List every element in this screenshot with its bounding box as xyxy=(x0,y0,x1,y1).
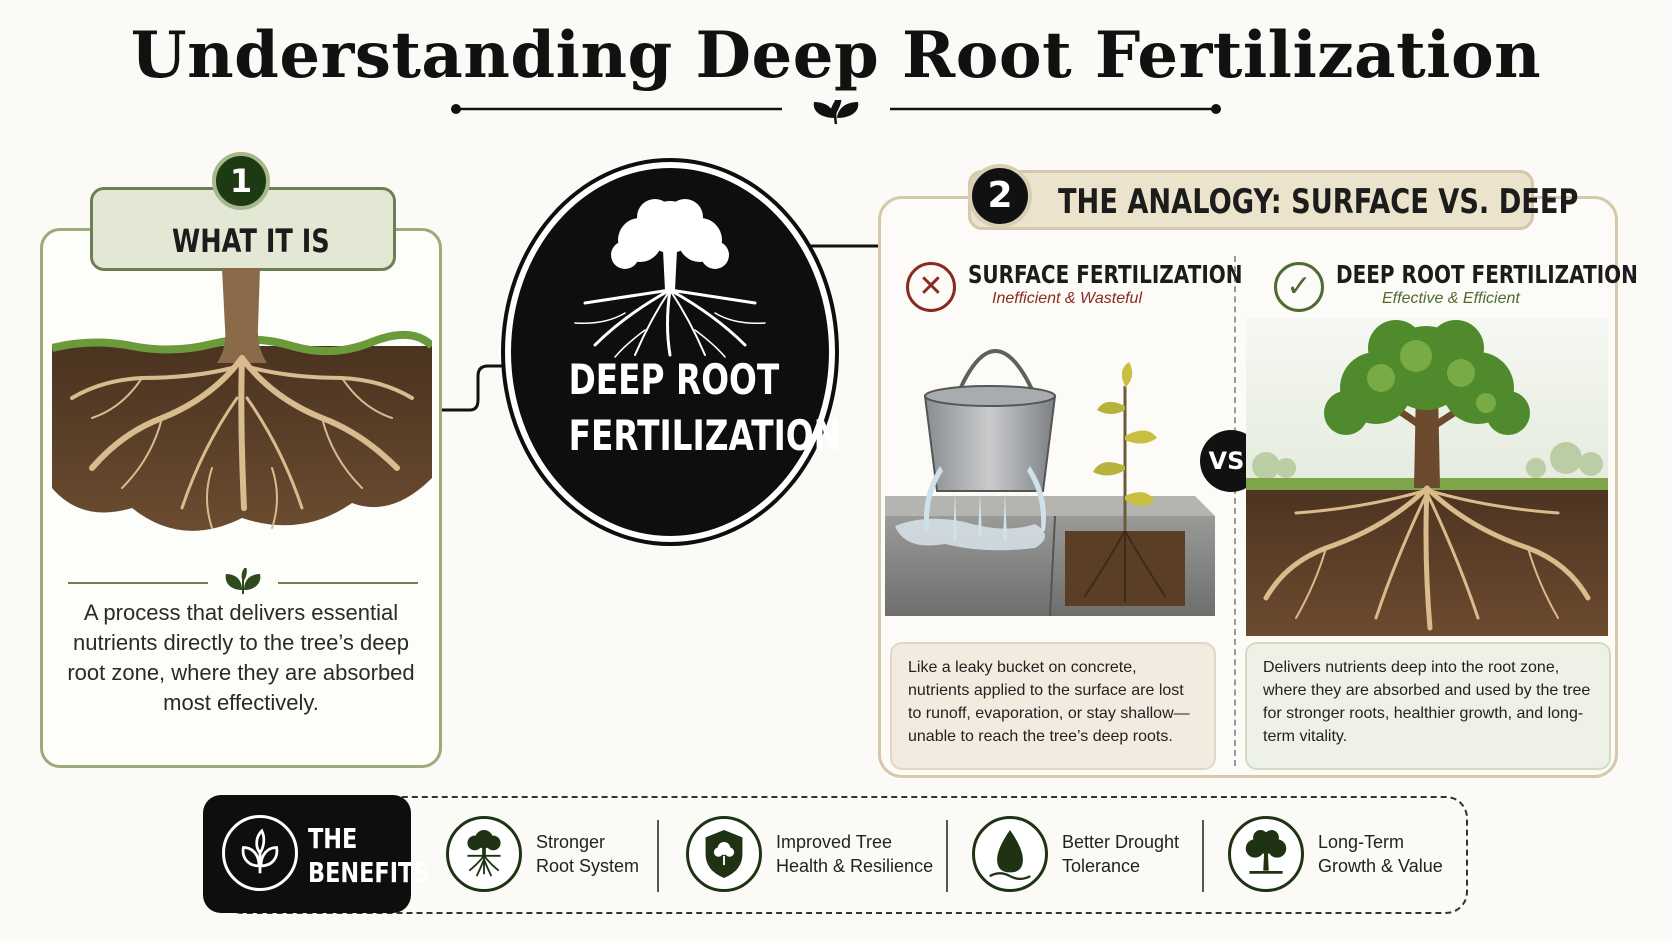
page-title: Understanding Deep Root Fertilization xyxy=(130,18,1542,93)
benefit-3-line-2: Tolerance xyxy=(1062,856,1141,876)
step-2-badge: 2 xyxy=(968,164,1032,228)
healthy-tree-illustration xyxy=(1246,318,1608,636)
sprout-icon xyxy=(813,100,859,125)
analogy-header xyxy=(968,170,1534,230)
benefit-4-line-1: Long-Term xyxy=(1318,832,1405,852)
leaky-bucket-illustration xyxy=(885,349,1215,617)
deep-root-logo-text: DEEP ROOT FERTILIZATION xyxy=(540,352,842,464)
sprout-icon xyxy=(222,815,298,891)
leaf-divider xyxy=(68,568,418,594)
root-tree-icon xyxy=(446,816,522,892)
deep-title: DEEP ROOT FERTILIZATION xyxy=(1336,260,1638,289)
title-divider xyxy=(451,100,1221,125)
what-it-is-heading: WHAT IT IS xyxy=(172,222,330,260)
benefit-1-line-2: Root System xyxy=(536,856,640,876)
tree-growth-icon xyxy=(1228,816,1304,892)
water-drop-icon xyxy=(972,816,1048,892)
deep-subtitle: Effective & Efficient xyxy=(1382,290,1520,307)
comparison-divider xyxy=(1234,256,1236,766)
what-it-is-description: A process that delivers essential nutrie… xyxy=(67,600,415,715)
logo-line-1: DEEP ROOT xyxy=(568,355,780,404)
tree-roots-illustration xyxy=(52,268,432,531)
logo-line-2: FERTILIZATION xyxy=(568,411,842,460)
deep-description: Delivers nutrients deep into the root zo… xyxy=(1245,642,1611,770)
benefit-separator xyxy=(657,820,659,892)
shield-tree-icon xyxy=(686,816,762,892)
benefit-3-line-1: Better Drought xyxy=(1062,832,1180,852)
benefits-heading-line-1: THE xyxy=(308,822,358,855)
analogy-heading: THE ANALOGY: SURFACE VS. DEEP xyxy=(1058,182,1579,222)
benefit-separator xyxy=(946,820,948,892)
benefits-heading-line-2: BENEFITS xyxy=(308,856,430,889)
benefit-separator xyxy=(1202,820,1204,892)
benefit-4-line-2: Growth & Value xyxy=(1318,856,1443,876)
tree-icon xyxy=(574,199,766,358)
surface-description: Like a leaky bucket on concrete, nutrien… xyxy=(890,642,1216,770)
leaf-icon xyxy=(225,568,261,594)
surface-subtitle: Inefficient & Wasteful xyxy=(992,290,1142,307)
benefit-1-line-1: Stronger xyxy=(536,832,606,852)
benefit-2-line-2: Health & Resilience xyxy=(776,856,934,876)
surface-title: SURFACE FERTILIZATION xyxy=(968,260,1243,289)
cross-icon: ✕ xyxy=(906,262,956,312)
benefit-2-line-1: Improved Tree xyxy=(776,832,893,852)
check-icon: ✓ xyxy=(1274,262,1324,312)
step-1-badge: 1 xyxy=(212,152,270,210)
benefits-heading: THE BENEFITS xyxy=(308,822,460,890)
